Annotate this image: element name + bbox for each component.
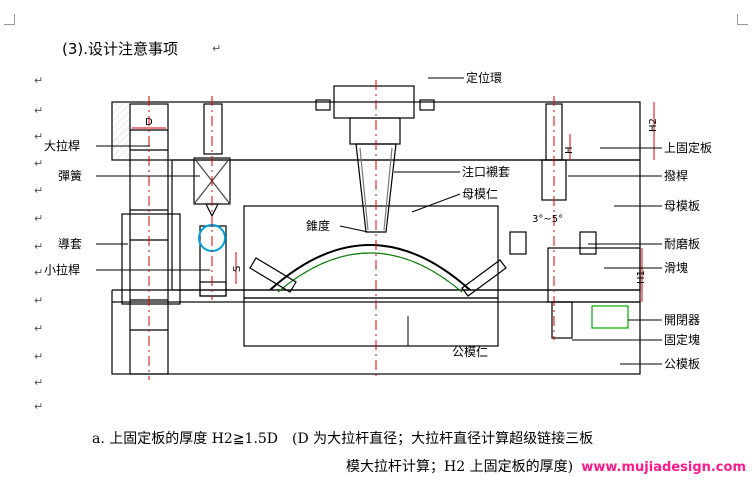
slider <box>547 247 641 303</box>
label-big-pull-rod: 大拉桿 <box>44 138 80 153</box>
latch <box>591 305 629 329</box>
paragraph-mark: ↵ <box>212 42 222 55</box>
sprue-bush <box>355 143 397 233</box>
label-guide-bush: 導套 <box>58 237 82 251</box>
cavity-insert-block <box>243 205 499 299</box>
guide-bush <box>121 213 181 305</box>
paragraph-mark: ↵ <box>34 104 44 117</box>
label-wear-plate: 耐磨板 <box>664 237 700 251</box>
paragraph-mark: ↵ <box>34 157 44 170</box>
dim-s-label: S <box>232 266 243 272</box>
paragraph-mark: ↵ <box>34 294 44 307</box>
angle-label: 3°~5° <box>532 214 563 225</box>
paragraph-mark: ↵ <box>34 266 44 279</box>
paragraph-mark: ↵ <box>34 322 44 335</box>
spring-bolt <box>203 103 223 155</box>
paragraph-mark: ↵ <box>34 184 44 197</box>
dim-d-label: D <box>145 117 153 128</box>
label-cavity-plate: 母模板 <box>664 199 700 213</box>
core-insert-block <box>243 297 499 347</box>
label-core-insert: 公模仁 <box>452 345 488 359</box>
molded-part <box>269 244 471 291</box>
small-pull-rod <box>199 225 227 297</box>
paragraph-mark: ↵ <box>34 240 44 253</box>
label-top-plate: 上固定板 <box>664 140 712 155</box>
fixed-block <box>551 301 573 339</box>
label-locating-ring: 定位環 <box>466 70 502 85</box>
label-slider: 滑塊 <box>664 260 688 275</box>
section-heading: (3).设计注意事项 <box>62 40 179 58</box>
corner-mark-top-left <box>4 14 15 25</box>
caption-line-1: a. 上固定板的厚度 H2≧1.5D (D 为大拉杆直径；大拉杆直径计算超级链接… <box>92 431 594 447</box>
paragraph-mark: ↵ <box>34 74 44 87</box>
label-sprue-bush: 注口襯套 <box>462 164 510 179</box>
paragraph-mark: ↵ <box>34 376 44 389</box>
paragraph-mark: ↵ <box>34 400 44 413</box>
label-spring: 彈簧 <box>58 168 82 183</box>
dim-h1-label: H1 <box>636 270 647 284</box>
caption-line-2: 模大拉杆计算；H2 上固定板的厚度) <box>346 459 574 475</box>
label-taper: 錐度 <box>306 218 330 233</box>
label-core-plate: 公模板 <box>664 357 700 371</box>
watermark: www.mujiadesign.com <box>581 460 746 475</box>
label-latch: 開閉器 <box>664 313 700 327</box>
mold-diagram: H2 H H1 S D 3°~5° 定位環 上固定板 撥桿 母模板 耐磨板 滑塊… <box>44 70 712 380</box>
label-pull-rod: 撥桿 <box>664 168 688 183</box>
dim-h2-label: H2 <box>648 118 659 132</box>
top-plate <box>111 101 641 161</box>
corner-mark-top-right <box>737 14 748 25</box>
label-small-pull-rod: 小拉桿 <box>44 262 80 277</box>
dim-h-label: H <box>564 146 575 154</box>
label-fixed-block: 固定塊 <box>664 332 700 347</box>
paragraph-mark: ↵ <box>34 350 44 363</box>
label-cavity-insert: 母模仁 <box>462 187 498 201</box>
paragraph-mark: ↵ <box>34 130 44 143</box>
paragraph-mark: ↵ <box>34 212 44 225</box>
